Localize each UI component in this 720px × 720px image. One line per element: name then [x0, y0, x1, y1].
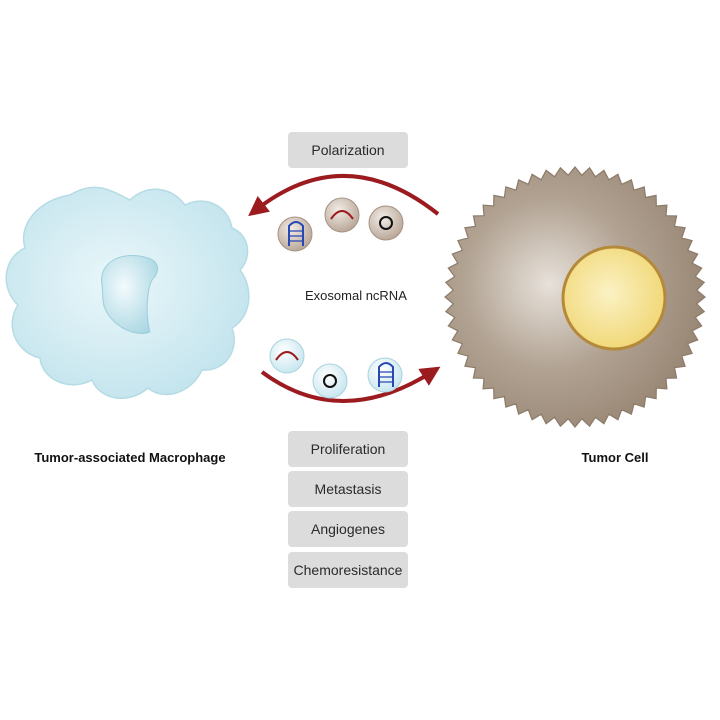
- effect-box-metastasis: Metastasis: [288, 471, 408, 507]
- effect-box-chemoresistance: Chemoresistance: [288, 552, 408, 588]
- vesicle-circular-rna-icon: [368, 205, 404, 241]
- macrophage-cell-icon: [5, 186, 250, 399]
- vesicle-linear-rna-icon: [269, 338, 305, 374]
- bottom-arrow: [260, 366, 441, 403]
- effect-label: Angiogenes: [311, 521, 385, 537]
- effect-box-proliferation: Proliferation: [288, 431, 408, 467]
- macrophage-label: Tumor-associated Macrophage: [34, 450, 226, 465]
- effect-box-angiogenes: Angiogenes: [288, 511, 408, 547]
- vesicle-linear-rna-icon: [324, 197, 360, 233]
- polarization-label: Polarization: [311, 142, 385, 158]
- effect-label: Chemoresistance: [293, 562, 403, 578]
- top-arrow: [248, 174, 440, 217]
- vesicle-hairpin-icon: [367, 357, 403, 393]
- vesicle-hairpin-icon: [277, 216, 313, 252]
- vesicle-circular-rna-icon: [312, 363, 348, 399]
- effect-label: Proliferation: [310, 441, 386, 457]
- tumor-cell-label: Tumor Cell: [581, 450, 649, 465]
- effect-label: Metastasis: [314, 481, 382, 497]
- polarization-box: Polarization: [288, 132, 408, 168]
- exosomal-ncrna-label: Exosomal ncRNA: [305, 288, 407, 303]
- tumor-cell-icon: [444, 166, 706, 428]
